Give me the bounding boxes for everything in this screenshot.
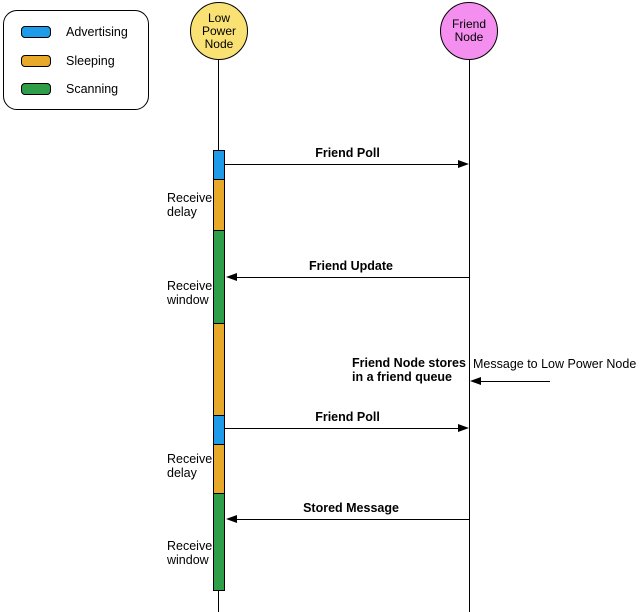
- arrowhead-left-icon: [470, 377, 481, 385]
- arrowhead-right-icon: [458, 424, 469, 432]
- message-friend-update-label: Friend Update: [308, 259, 394, 273]
- activity-segment-scanning-2: [213, 493, 225, 591]
- activity-segment-advertising-1: [213, 150, 225, 180]
- legend-label-scanning: Scanning: [66, 82, 119, 96]
- message-friend-poll-1-label: Friend Poll: [315, 146, 380, 160]
- sleeping-swatch: [21, 55, 51, 67]
- message-stored-message-line: [236, 519, 470, 521]
- actor-low-power-node: Low Power Node: [190, 2, 248, 60]
- advertising-swatch: [21, 26, 51, 38]
- activity-segment-advertising-2: [213, 415, 225, 445]
- legend-label-advertising: Advertising: [66, 25, 128, 39]
- phase-label-receive-window-1: Receive window: [167, 279, 213, 307]
- actor-low-power-node-label: Low Power Node: [201, 10, 236, 51]
- arrowhead-right-icon: [458, 160, 469, 168]
- message-to-low-power-node-line: [480, 381, 550, 383]
- legend-label-sleeping: Sleeping: [66, 54, 115, 68]
- actor-friend-node: Friend Node: [440, 2, 498, 60]
- activity-segment-sleeping-3: [213, 444, 225, 494]
- message-friend-poll-2-line: [225, 428, 459, 430]
- message-stored-message-label: Stored Message: [303, 501, 399, 515]
- phase-label-receive-delay-2: Receive delay: [167, 452, 213, 480]
- message-friend-poll-2-label: Friend Poll: [315, 410, 380, 424]
- phase-label-receive-window-2: Receive window: [167, 539, 213, 567]
- legend-item-advertising: Advertising: [21, 24, 128, 40]
- arrowhead-left-icon: [226, 515, 237, 523]
- phase-label-receive-delay-1: Receive delay: [167, 191, 213, 219]
- scanning-swatch: [21, 83, 51, 95]
- activity-segment-sleeping-1: [213, 179, 225, 231]
- friend-queue-note: Friend Node stores in a friend queue: [352, 356, 466, 384]
- actor-friend-node-label: Friend Node: [451, 17, 486, 44]
- lifeline-friend-node: [469, 60, 471, 612]
- message-friend-poll-1-line: [225, 164, 459, 166]
- message-friend-update-line: [236, 277, 470, 279]
- activity-segment-sleeping-2: [213, 323, 225, 416]
- legend: Advertising Sleeping Scanning: [3, 10, 149, 110]
- arrowhead-left-icon: [226, 273, 237, 281]
- legend-item-scanning: Scanning: [21, 81, 118, 97]
- legend-item-sleeping: Sleeping: [21, 53, 115, 69]
- message-to-low-power-node-label: Message to Low Power Node: [473, 357, 637, 371]
- activity-segment-scanning-1: [213, 230, 225, 324]
